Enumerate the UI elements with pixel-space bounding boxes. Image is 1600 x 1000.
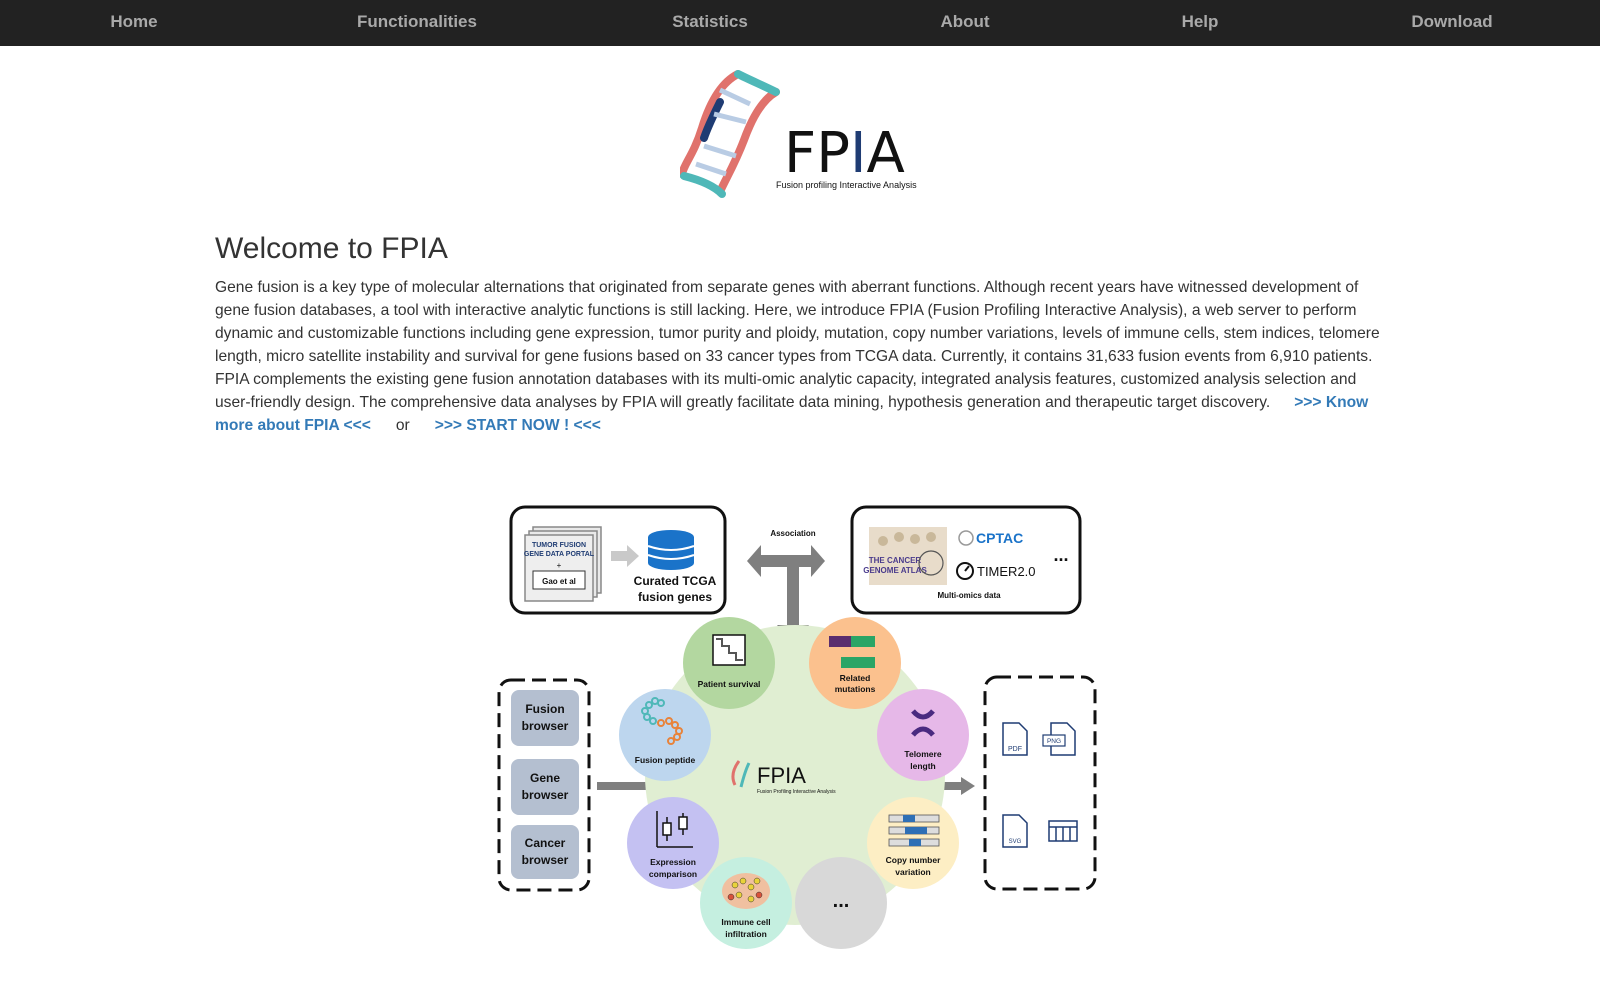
peptide-node: Fusion peptide [619, 689, 711, 781]
globe-icon [918, 550, 944, 576]
more-node: ... [795, 857, 887, 949]
center-logo-text: FPIA [757, 763, 806, 788]
nav-download[interactable]: Download [1411, 12, 1493, 31]
nav-home[interactable]: Home [110, 12, 158, 31]
cptac-icon [958, 530, 974, 546]
gao-label: Gao et al [542, 577, 576, 586]
telomere-node: Telomere length [877, 689, 969, 781]
more-dots: ... [833, 890, 850, 912]
expression-node: Expression comparison [627, 797, 719, 889]
cnv-bars-icon [888, 814, 940, 847]
intro-paragraph: Gene fusion is a key type of molecular a… [215, 276, 1385, 437]
top-navbar: Home Functionalities Statistics About He… [0, 0, 1600, 46]
survival-label: Patient survival [698, 679, 761, 689]
page-title: Welcome to FPIA [215, 232, 448, 265]
association-label: Association [770, 529, 815, 538]
fpia-logo-graphic: FPIA Fusion profiling Interactive Analys… [678, 70, 917, 198]
association-arrow-icon: Association [747, 529, 825, 643]
immune-node: Immune cell infiltration [700, 857, 792, 949]
start-now-link[interactable]: >>> START NOW ! <<< [434, 417, 601, 434]
mutations-node: Related mutations [809, 617, 901, 709]
png-file-icon: PNG [1042, 722, 1076, 756]
right-arrow-icon [611, 545, 639, 567]
nav-help[interactable]: Help [1181, 12, 1219, 31]
tcga-label-2: GENOME ATLAS [863, 566, 927, 575]
mutations-label-1: Related [840, 673, 871, 683]
png-label: PNG [1047, 738, 1061, 745]
pdf-label: PDF [1008, 746, 1022, 753]
telomere-label-1: Telomere [904, 749, 941, 759]
know-more-link[interactable]: >>> Know more about FPIA <<< [215, 394, 1369, 434]
logo-wordmark: FPIA [784, 121, 905, 186]
portal-label-1: TUMOR FUSION [532, 542, 586, 549]
workflow-diagram-graphic: TUMOR FUSION GENE DATA PORTAL + Gao et a… [497, 505, 1097, 949]
svg-file-icon: SVG [1002, 814, 1028, 848]
survival-node: Patient survival [683, 617, 775, 709]
timer-label: TIMER2.0 [977, 564, 1036, 579]
pdf-file-icon: PDF [1002, 722, 1028, 756]
immune-label-2: infiltration [725, 929, 767, 939]
chromosome-icon [911, 709, 935, 737]
intro-text: Gene fusion is a key type of molecular a… [215, 279, 1380, 411]
gene-browser-label-1: Gene [530, 771, 560, 785]
mutations-label-2: mutations [835, 684, 876, 694]
immune-label-1: Immune cell [721, 917, 770, 927]
peptide-chain-icon [641, 697, 683, 745]
export-format-box: PDF PNG SVG [983, 675, 1097, 891]
fusion-browser-label-2: browser [522, 719, 569, 733]
nav-statistics[interactable]: Statistics [672, 12, 748, 31]
survival-curve-icon [716, 638, 743, 661]
or-text: or [395, 417, 410, 434]
fpia-logo: FPIA Fusion profiling Interactive Analys… [678, 70, 920, 200]
multi-omics-box: THE CANCER GENOME ATLAS CPTAC TIMER2.0 .… [850, 505, 1082, 615]
gene-browser-label-2: browser [522, 788, 569, 802]
multiomics-label: Multi-omics data [937, 591, 1001, 600]
cnv-label-2: variation [895, 867, 930, 877]
database-icon [647, 530, 695, 570]
browser-box: Fusion browser Gene browser Cancer brows… [497, 678, 591, 892]
curated-label-1: Curated TCGA [634, 574, 717, 588]
peptide-label: Fusion peptide [635, 755, 696, 765]
cancer-browser-label-1: Cancer [525, 836, 566, 850]
telomere-label-2: length [910, 761, 936, 771]
portal-label-2: GENE DATA PORTAL [524, 551, 595, 558]
cnv-node: Copy number variation [867, 797, 959, 889]
curated-label-2: fusion genes [638, 590, 712, 604]
portal-plus: + [557, 561, 562, 570]
table-icon [1048, 820, 1078, 842]
cptac-label: CPTAC [976, 530, 1023, 546]
fusion-browser-label-1: Fusion [525, 702, 564, 716]
workflow-diagram: TUMOR FUSION GENE DATA PORTAL + Gao et a… [495, 505, 1105, 975]
expression-label-1: Expression [650, 857, 696, 867]
cnv-label-1: Copy number [886, 855, 941, 865]
center-fpia-logo: FPIA Fusion Profiling Interactive Analys… [731, 760, 836, 795]
tcga-label-1: THE CANCER [869, 556, 922, 565]
logo-tagline: Fusion profiling Interactive Analysis [776, 180, 917, 190]
svg-label: SVG [1009, 839, 1022, 845]
boxplot-icon [656, 811, 693, 848]
timer-icon [956, 562, 974, 580]
more-sources-dots: ... [1053, 545, 1068, 565]
welcome-section: Welcome to FPIA Gene fusion is a key typ… [215, 232, 1385, 437]
cancer-browser-label-2: browser [522, 853, 569, 867]
expression-label-2: comparison [649, 869, 697, 879]
data-source-box: TUMOR FUSION GENE DATA PORTAL + Gao et a… [509, 505, 727, 615]
nav-functionalities[interactable]: Functionalities [357, 12, 477, 31]
nav-about[interactable]: About [940, 12, 990, 31]
immune-cells-icon [722, 873, 770, 909]
dna-helix-icon [678, 70, 780, 198]
center-logo-tagline: Fusion Profiling Interactive Analysis [757, 789, 836, 795]
input-arrow-icon [597, 777, 691, 795]
